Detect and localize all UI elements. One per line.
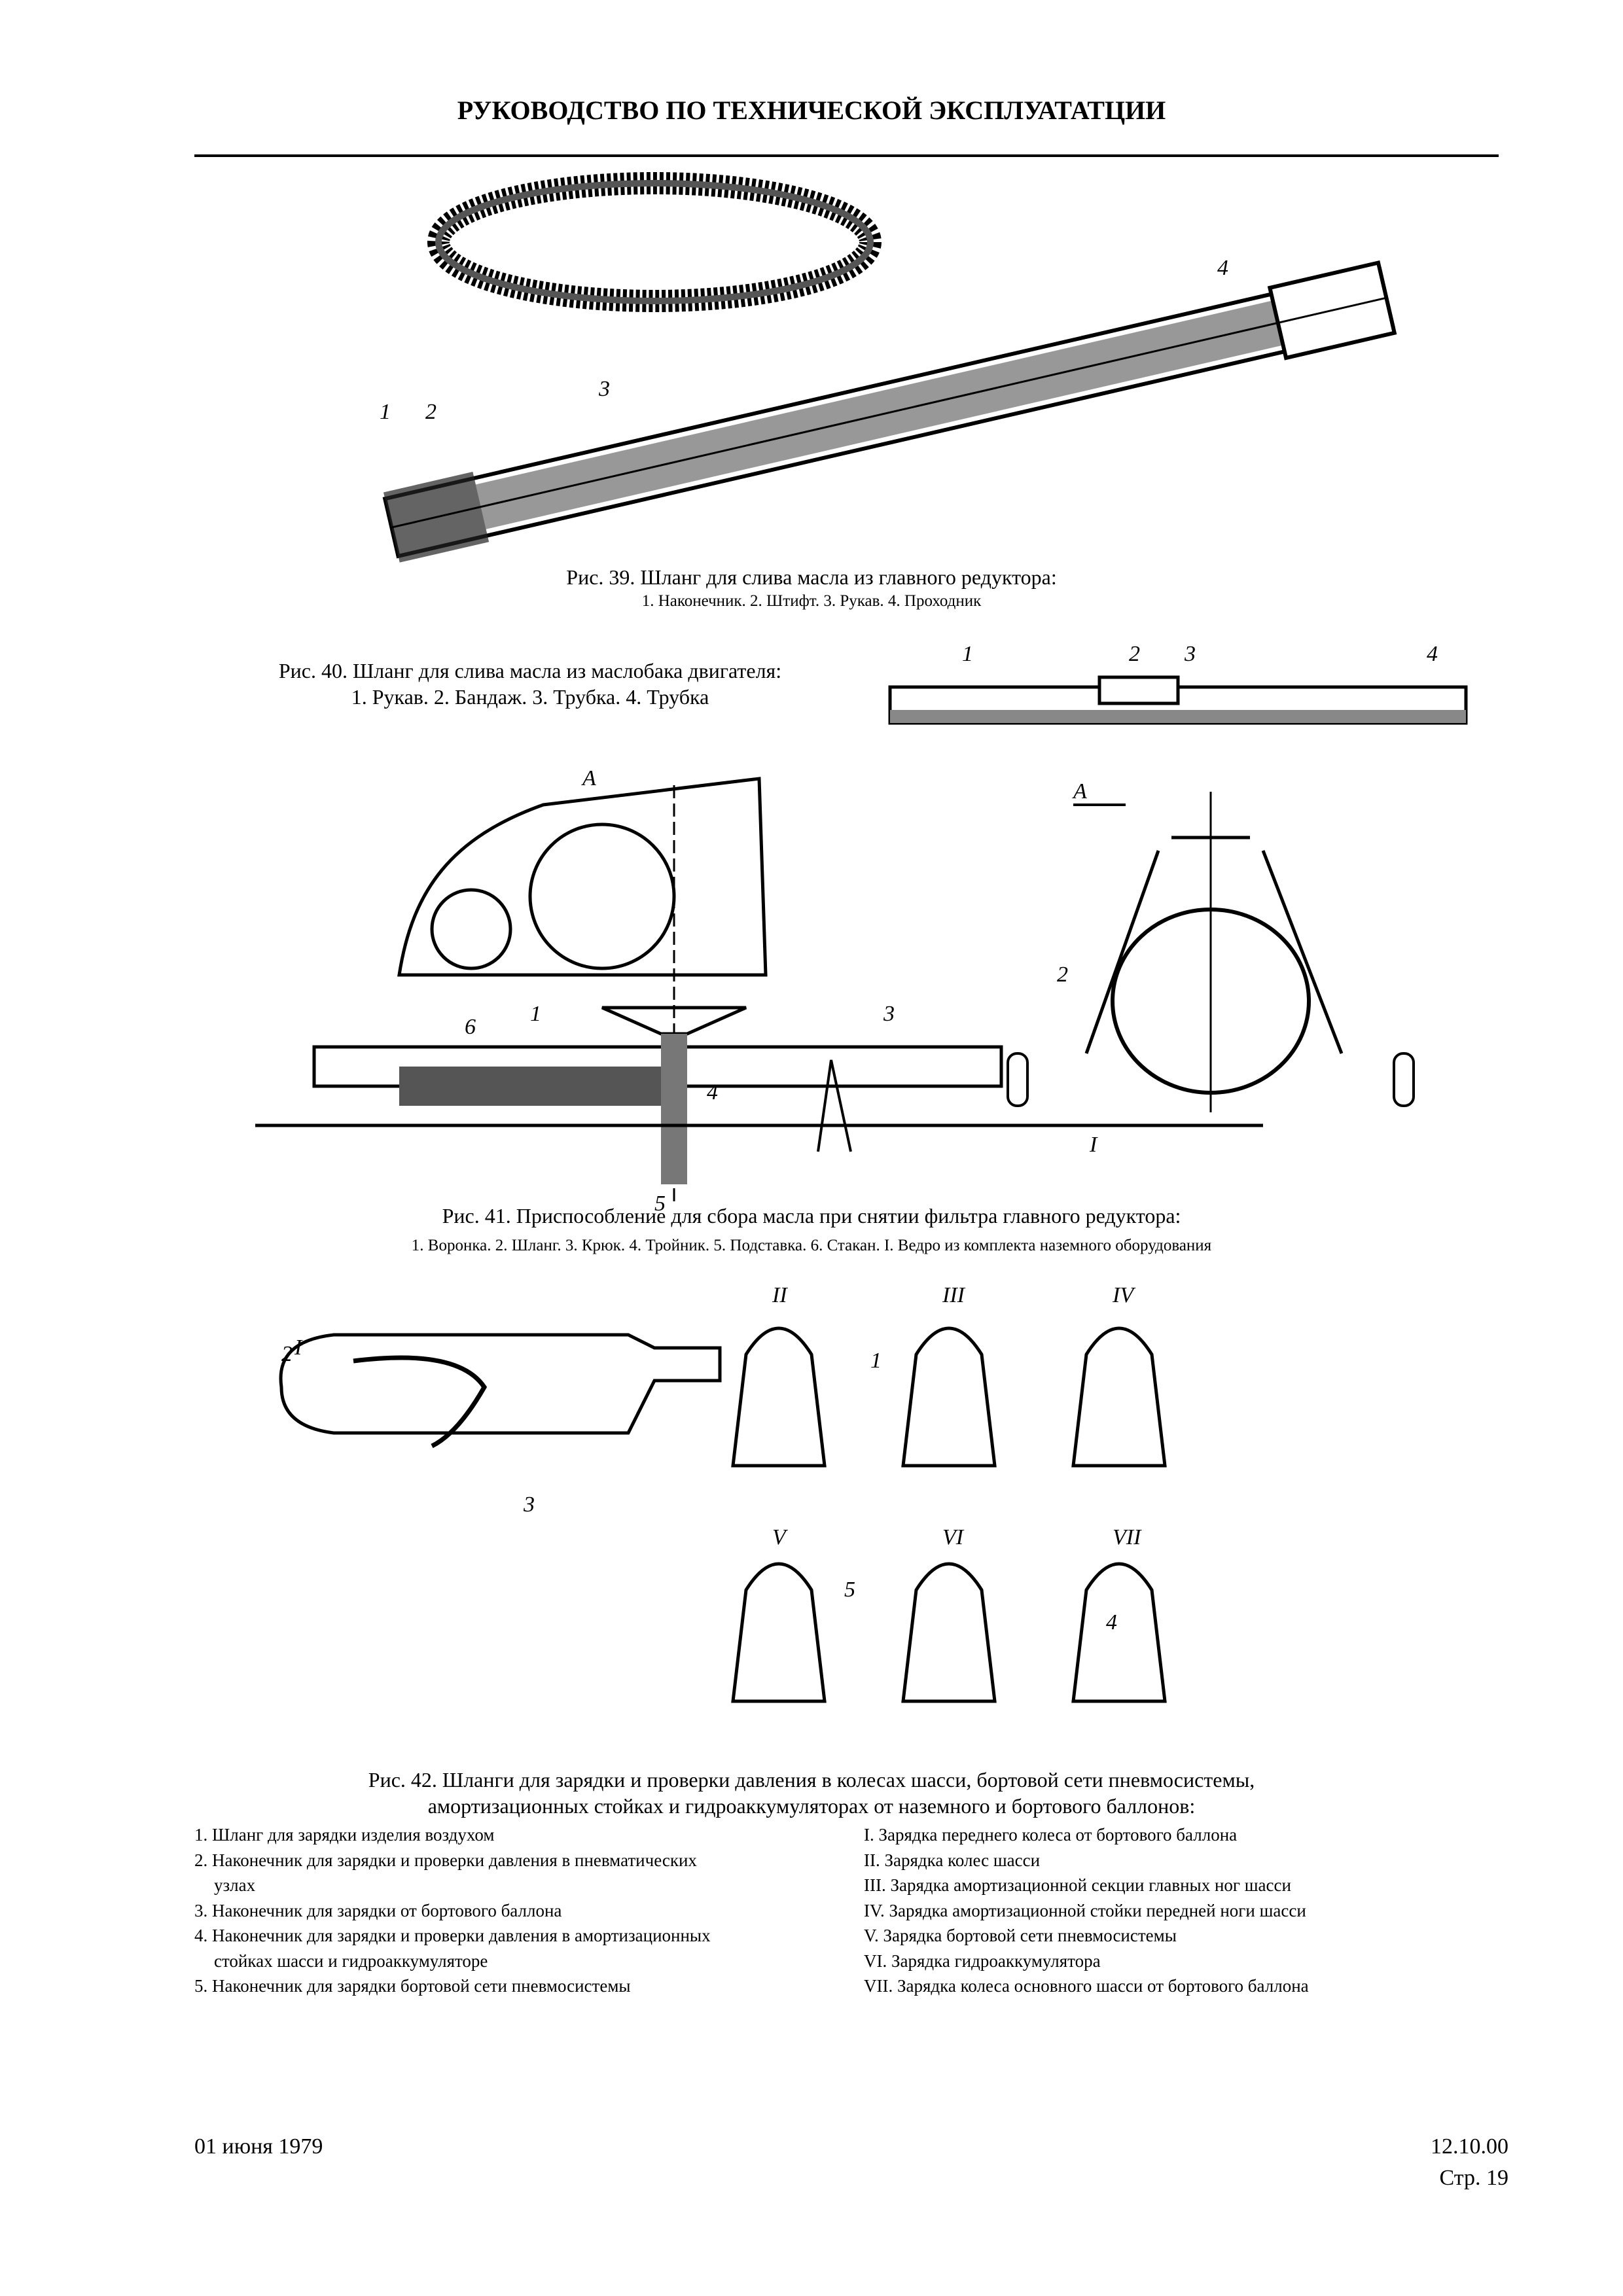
fig41-caption: Рис. 41. Приспособление для сбора масла … [442,1204,1181,1227]
fig42-view-label-iii: III [942,1283,966,1307]
legend-item: VI. Зарядка гидроаккумулятора [864,1951,1101,1971]
legend-item: 3. Наконечник для зарядки от бортового б… [194,1900,562,1920]
fig41-label-2: 2 [1057,963,1068,987]
fig42-label-4: 4 [1106,1610,1117,1634]
fig42-view-i: I [279,1333,722,1449]
fig39-label-2: 2 [425,400,437,424]
fig42-view-label-iv: IV [1112,1283,1136,1307]
fig42-view-label-v: V [772,1525,789,1549]
document-title: РУКОВОДСТВО ПО ТЕХНИЧЕСКОЙ ЭКСПЛУАТАТЦИИ [457,96,1166,125]
fig40-caption: Рис. 40. Шланг для слива масла из маслоб… [278,659,782,682]
fig41-oil-collection-drawing: A 1 2 3 4 5 6 I A [255,766,1415,1216]
fig41-legend: 1. Воронка. 2. Шланг. 3. Крюк. 4. Тройни… [411,1237,1212,1254]
fig39-label-1: 1 [380,400,391,424]
legend-item: VII. Зарядка колеса основного шасси от б… [864,1976,1309,1996]
fig41-label-5: 5 [654,1192,666,1216]
fig42-legend-right: I. Зарядка переднего колеса от бортового… [864,1822,1309,1999]
fig42-label-2: 2 [281,1342,293,1366]
legend-item: 4. Наконечник для зарядки и проверки дав… [194,1926,711,1945]
fig41-label-1: 1 [530,1002,541,1026]
fig42-view-label-vi: VI [942,1525,965,1549]
fig39-label-4: 4 [1217,256,1228,280]
fig42-label-5: 5 [844,1578,855,1602]
legend-item: стойках шасси и гидроаккумуляторе [214,1951,488,1971]
legend-item: узлах [214,1875,256,1895]
fig40-label-3: 3 [1184,642,1196,666]
fig42-legend-left: 1. Шланг для зарядки изделия воздухом 2.… [194,1822,711,1999]
fig41-label-3: 3 [883,1002,895,1026]
legend-item: 5. Наконечник для зарядки бортовой сети … [194,1976,631,1996]
fig42-caption-line1: Рис. 42. Шланги для зарядки и проверки д… [368,1768,1255,1792]
legend-item: III. Зарядка амортизационной секции глав… [864,1875,1291,1895]
legend-item: V. Зарядка бортовой сети пневмосистемы [864,1926,1177,1945]
fig42-label-3: 3 [523,1492,535,1517]
fig40-legend: 1. Рукав. 2. Бандаж. 3. Трубка. 4. Трубк… [351,685,709,709]
fig41-label-a: A [581,766,596,790]
legend-item: 2. Наконечник для зарядки и проверки дав… [194,1850,697,1870]
legend-item: II. Зарядка колес шасси [864,1850,1041,1870]
footer-revision: 12.10.00 [1431,2134,1508,2159]
fig40-label-2: 2 [1129,642,1140,666]
footer-page-number: Стр. 19 [1439,2166,1508,2190]
fig42-view-label-vii: VII [1113,1525,1142,1549]
svg-text:A: A [1072,779,1087,804]
header-divider [194,154,1499,157]
fig39-legend: 1. Наконечник. 2. Штифт. 3. Рукав. 4. Пр… [641,592,982,610]
footer-date: 01 июня 1979 [194,2134,323,2159]
fig42-caption-line2: амортизационных стойках и гидроаккумулят… [427,1794,1196,1818]
fig40-label-4: 4 [1427,642,1438,666]
fig42-view-label-i: I [294,1335,303,1360]
legend-item: IV. Зарядка амортизационной стойки перед… [864,1900,1306,1920]
fig42-charging-hoses-drawing: I II III IV V VI VII 1 2 3 4 5 [279,1283,1167,1703]
fig40-hose-drawing: 1 2 3 4 [888,642,1468,725]
fig41-label-4: 4 [707,1080,718,1104]
fig42-view-label-ii: II [772,1283,788,1307]
fig40-label-1: 1 [962,642,973,666]
legend-item: 1. Шланг для зарядки изделия воздухом [194,1825,495,1845]
fig41-label-i: I [1089,1133,1098,1157]
fig39-hose-drawing: 1 2 3 4 [380,172,1397,563]
fig41-label-6: 6 [465,1015,476,1039]
fig42-label-1: 1 [870,1349,882,1373]
legend-item: I. Зарядка переднего колеса от бортового… [864,1825,1238,1845]
fig39-label-3: 3 [598,377,610,401]
fig39-caption: Рис. 39. Шланг для слива масла из главно… [566,565,1057,589]
